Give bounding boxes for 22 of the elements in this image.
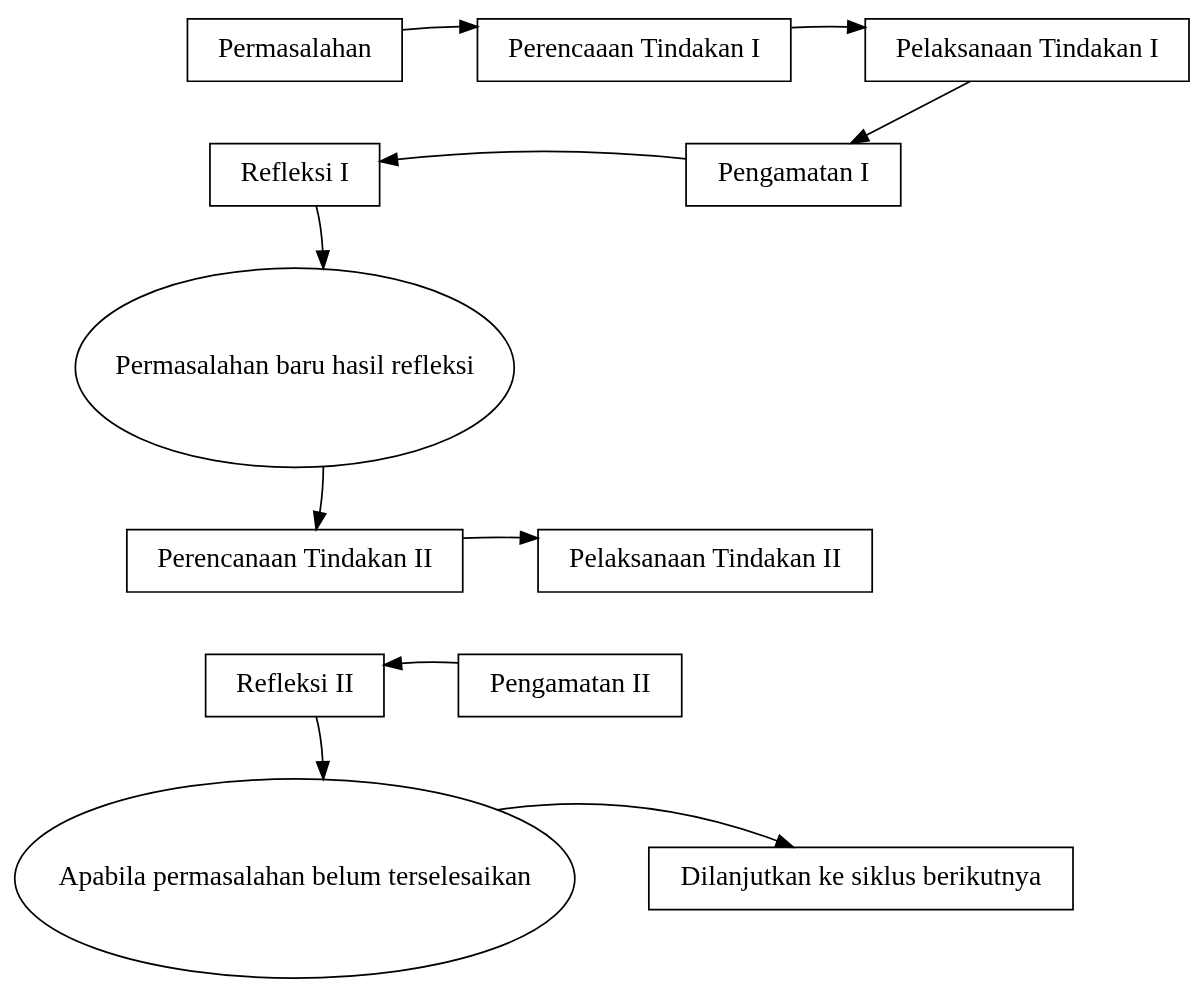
node-box: Pelaksanaan Tindakan II xyxy=(537,528,874,593)
arrow xyxy=(848,80,971,144)
arrow xyxy=(315,715,331,782)
arrow xyxy=(790,19,868,34)
node-box: Dilanjutkan ke siklus berikutnya xyxy=(648,846,1074,911)
node-box: Pengamatan I xyxy=(685,142,902,207)
node-box: Perencanaan Tindakan II xyxy=(126,528,464,593)
arrow xyxy=(312,465,328,532)
node-box: Perencaaan Tindakan I xyxy=(476,17,792,82)
node-box: Refleksi II xyxy=(204,652,385,717)
arrow xyxy=(377,150,687,167)
node-box: Refleksi I xyxy=(209,142,381,207)
node-ellipse: Permasalahan baru hasil refleksi xyxy=(74,266,516,468)
node-box: Pengamatan II xyxy=(457,652,683,717)
node-ellipse: Apabila permasalahan belum terselesaikan xyxy=(13,777,576,979)
node-box: Permasalahan xyxy=(186,17,403,82)
arrow xyxy=(315,204,331,271)
arrow xyxy=(381,655,460,670)
arrow xyxy=(496,802,796,848)
arrow xyxy=(462,529,541,545)
arrow xyxy=(401,18,480,34)
node-box: Pelaksanaan Tindakan I xyxy=(864,17,1190,82)
